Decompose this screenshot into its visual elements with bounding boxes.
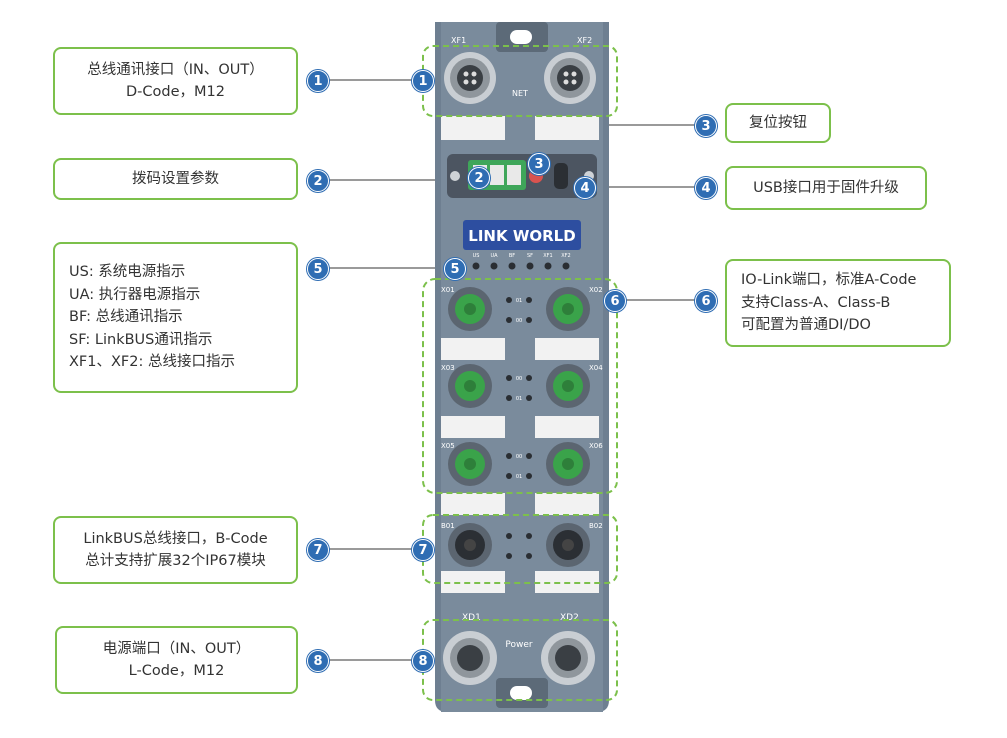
callout-line: BF: 总线通讯指示 — [69, 309, 183, 326]
marker-2-device: 2 — [468, 167, 490, 189]
pin-label: 00 — [516, 454, 522, 460]
callout-bus-interface: 总线通讯接口（IN、OUT） D-Code，M12 — [53, 47, 298, 115]
callout-status-leds: US: 系统电源指示 UA: 执行器电源指示 BF: 总线通讯指示 SF: Li… — [53, 242, 298, 393]
pin-label: 01 — [516, 298, 522, 304]
callout-line: UA: 执行器电源指示 — [69, 286, 201, 303]
led-label-bf: BF — [509, 253, 515, 259]
net-ports — [444, 52, 596, 104]
x06-port-label: X06 — [589, 442, 603, 450]
marker-8-device: 8 — [412, 650, 434, 672]
marker-1: 1 — [307, 70, 329, 92]
marker-4-device: 4 — [574, 177, 596, 199]
callout-reset-button: 复位按钮 — [725, 103, 831, 143]
callout-line: 复位按钮 — [749, 114, 807, 131]
marker-3: 3 — [695, 115, 717, 137]
power-label: Power — [505, 640, 533, 650]
pin-label: 01 — [516, 396, 522, 402]
linkbus-ports — [448, 523, 590, 567]
callout-line: XF1、XF2: 总线接口指示 — [69, 354, 235, 371]
callout-line: D-Code，M12 — [126, 84, 225, 100]
marker-7: 7 — [307, 539, 329, 561]
callout-line: 支持Class-A、Class-B — [741, 294, 891, 311]
x01-port-label: X01 — [441, 286, 455, 294]
pin-label: 00 — [516, 376, 522, 382]
brand-logo — [463, 220, 581, 250]
callout-line: 总计支持扩展32个IP67模块 — [85, 553, 266, 569]
brand-text: LINK WORLD — [468, 227, 575, 245]
callout-line: IO-Link端口，标准A-Code — [741, 272, 917, 289]
callout-linkbus-interface: LinkBUS总线接口，B-Code 总计支持扩展32个IP67模块 — [53, 516, 298, 584]
callout-line: LinkBUS总线接口，B-Code — [83, 530, 268, 547]
led-label-us: US — [473, 253, 480, 259]
x02-port-label: X02 — [589, 286, 603, 294]
callout-line: 电源端口（IN、OUT） — [102, 640, 251, 657]
xd1-port-label: XD1 — [462, 613, 481, 623]
callout-dip-switch: 拨码设置参数 — [53, 158, 298, 200]
marker-8: 8 — [307, 650, 329, 672]
marker-4: 4 — [695, 177, 717, 199]
status-leds — [472, 262, 570, 270]
xf2-port-label: XF2 — [577, 36, 592, 45]
led-label-sf: SF — [527, 253, 533, 259]
marker-7-device: 7 — [412, 539, 434, 561]
marker-6-device: 6 — [604, 290, 626, 312]
b01-port-label: B01 — [441, 522, 455, 530]
callout-line: L-Code，M12 — [128, 663, 225, 679]
b02-port-label: B02 — [589, 522, 603, 530]
callout-line: 可配置为普通DI/DO — [741, 317, 871, 334]
marker-5-device: 5 — [444, 258, 466, 280]
callout-usb-port: USB接口用于固件升级 — [725, 166, 927, 210]
xd2-port-label: XD2 — [560, 613, 579, 623]
led-label-ua: UA — [490, 253, 498, 259]
led-label-xf2: XF2 — [561, 253, 570, 259]
usb-port[interactable] — [554, 163, 568, 189]
x05-port-label: X05 — [441, 442, 455, 450]
xf1-port-label: XF1 — [451, 36, 466, 45]
callout-line: 总线通讯接口（IN、OUT） — [87, 61, 264, 78]
x04-port-label: X04 — [589, 364, 603, 372]
pin-label: 00 — [516, 318, 522, 324]
marker-6: 6 — [695, 290, 717, 312]
net-label: NET — [512, 89, 528, 98]
led-label-xf1: XF1 — [543, 253, 552, 259]
pin-label: 01 — [516, 474, 522, 480]
marker-2: 2 — [307, 170, 329, 192]
marker-3-device: 3 — [528, 153, 550, 175]
callout-line: SF: LinkBUS通讯指示 — [69, 331, 213, 348]
marker-1-device: 1 — [412, 70, 434, 92]
callout-power-port: 电源端口（IN、OUT） L-Code，M12 — [55, 626, 298, 694]
callout-line: USB接口用于固件升级 — [753, 179, 899, 196]
x03-port-label: X03 — [441, 364, 455, 372]
io-link-ports — [448, 287, 590, 486]
power-ports — [443, 631, 595, 685]
marker-5: 5 — [307, 258, 329, 280]
callout-io-link-ports: IO-Link端口，标准A-Code 支持Class-A、Class-B 可配置… — [725, 259, 951, 347]
callout-line: US: 系统电源指示 — [69, 264, 186, 281]
callout-line: 拨码设置参数 — [132, 170, 219, 187]
